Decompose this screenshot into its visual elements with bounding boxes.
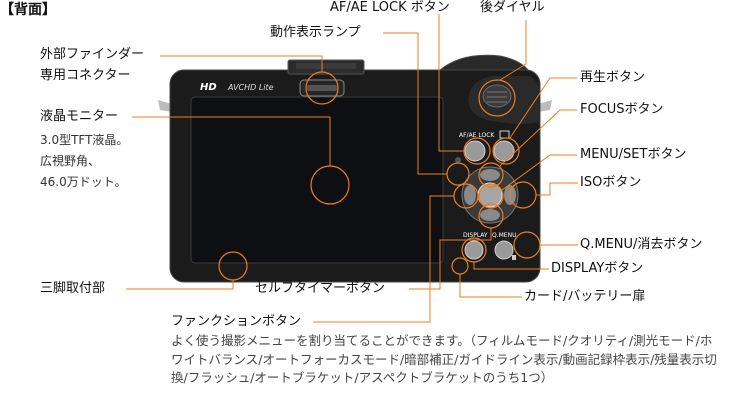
section-title: 【背面】 xyxy=(0,2,56,18)
af-ae-lock-button xyxy=(464,140,486,162)
leader-lcd xyxy=(132,116,331,166)
leader-card-door xyxy=(459,274,522,298)
avchd-logo: AVCHD Lite xyxy=(227,83,274,92)
leader-af-ae xyxy=(438,14,464,152)
playback-button xyxy=(493,140,515,162)
hd-logo: HD xyxy=(200,82,217,93)
function-description: よく使う撮影メニューを割り当てることができます。（フィルムモード/クオリティ/測… xyxy=(171,332,719,388)
lcd-note-3: 46.0万ドット。 xyxy=(40,175,127,189)
label-tripod-mount: 三脚取付部 xyxy=(40,281,106,296)
leader-lamp xyxy=(383,32,447,175)
label-af-ae-lock-button: AF/AE LOCK ボタン xyxy=(330,0,450,15)
function-description-text: よく使う撮影メニューを割り当てることができます。（フィルムモード/クオリティ/測… xyxy=(171,333,717,385)
callout-circle-focus xyxy=(478,162,504,188)
strap-lug-right xyxy=(538,100,552,112)
label-card-battery-door: カード/バッテリー扉 xyxy=(524,289,646,304)
display-button xyxy=(464,240,484,260)
label-display-button: DISPLAYボタン xyxy=(551,261,644,276)
label-operation-lamp: 動作表示ランプ xyxy=(270,25,361,40)
qmenu-delete-button xyxy=(494,240,514,260)
top-dial xyxy=(438,54,530,71)
leader-focus xyxy=(499,109,577,167)
lcd-note-2: 広視野角、 xyxy=(40,154,101,168)
callout-circle-rear-dial xyxy=(478,79,516,117)
leader-iso xyxy=(536,182,578,196)
label-focus-button: FOCUSボタン xyxy=(580,102,664,117)
leader-function xyxy=(313,195,454,323)
af-ae-lock-print: AF/AE LOCK xyxy=(459,132,495,139)
leader-tripod xyxy=(126,280,234,290)
label-function-button: ファンクションボタン xyxy=(171,314,302,329)
label-iso-button: ISOボタン xyxy=(580,175,642,190)
label-self-timer-button: セルフタイマーボタン xyxy=(255,281,386,296)
q-menu-print: Q.MENU xyxy=(492,232,516,239)
label-playback-button: 再生ボタン xyxy=(580,70,646,85)
leader-playback xyxy=(509,77,577,139)
label-qmenu-delete-button: Q.MENU/消去ボタン xyxy=(580,237,703,252)
strap-lug-left xyxy=(158,100,172,112)
display-print: DISPLAY xyxy=(463,232,488,239)
label-external-finder-1: 外部ファインダー xyxy=(40,47,145,62)
label-lcd-monitor: 液晶モニター xyxy=(40,109,119,124)
label-external-finder-2: 専用コネクター xyxy=(40,68,131,83)
leader-display xyxy=(473,262,549,270)
leader-menu-set xyxy=(501,154,577,191)
rear-dial xyxy=(482,84,512,108)
lcd-monitor xyxy=(190,96,444,264)
callout-circle-playback xyxy=(492,137,520,165)
label-rear-dial: 後ダイヤル xyxy=(480,0,545,15)
leader-rear-dial xyxy=(499,20,527,81)
self-timer-key xyxy=(480,209,500,221)
callout-circle-menu-set xyxy=(478,183,504,209)
leader-connector xyxy=(160,55,323,72)
trash-icon xyxy=(512,255,516,260)
label-menu-set-button: MENU/SETボタン xyxy=(580,147,687,162)
operation-lamp xyxy=(455,157,461,163)
function-key xyxy=(464,185,476,205)
lcd-note-1: 3.0型TFT液晶。 xyxy=(40,133,129,147)
focus-key xyxy=(480,169,500,181)
